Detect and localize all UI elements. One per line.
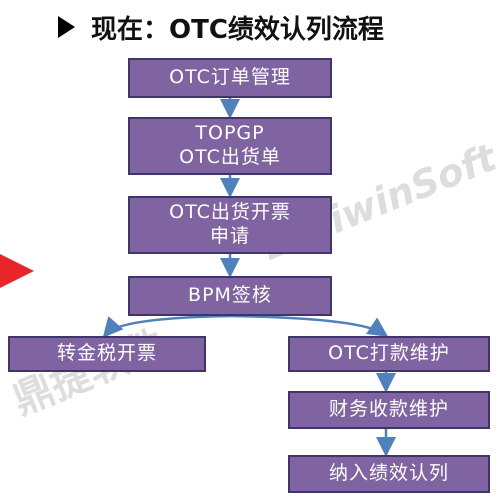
node-topgp-delivery-label-2: OTC出货单: [179, 146, 281, 168]
node-golden-tax-invoice-label: 转金税开票: [56, 342, 157, 365]
node-bpm-approval: BPM签核: [128, 276, 332, 316]
node-payment-maintenance-label: OTC打款维护: [328, 342, 450, 365]
page-title: 现在：OTC绩效认列流程: [58, 10, 384, 45]
node-performance-recognition: 纳入绩效认列: [288, 455, 490, 493]
node-golden-tax-invoice: 转金税开票: [8, 336, 206, 372]
node-payment-maintenance: OTC打款维护: [288, 336, 490, 372]
node-invoice-request-label-2: 申请: [209, 225, 250, 247]
node-order-management-label: OTC订单管理: [169, 66, 291, 89]
node-finance-receipt-label: 财务收款维护: [328, 398, 449, 421]
title-text: 现在：OTC绩效认列流程: [91, 14, 384, 45]
node-invoice-request-label-1: OTC出货开票: [169, 201, 291, 224]
node-order-management: OTC订单管理: [128, 58, 332, 98]
node-bpm-approval-label: BPM签核: [188, 284, 272, 307]
connector-bpm-goldentax: [102, 314, 231, 338]
node-finance-receipt: 财务收款维护: [288, 391, 490, 429]
red-pointer-icon: [0, 254, 34, 288]
node-topgp-delivery-label-1: TOPGP: [195, 122, 265, 145]
node-performance-recognition-label: 纳入绩效认列: [328, 462, 449, 485]
node-topgp-delivery: TOPGP OTC出货单: [128, 117, 332, 175]
connector-bpm-payment: [229, 314, 389, 337]
bullet-triangle-icon: [58, 16, 75, 38]
node-invoice-request: OTC出货开票 申请: [128, 196, 332, 254]
